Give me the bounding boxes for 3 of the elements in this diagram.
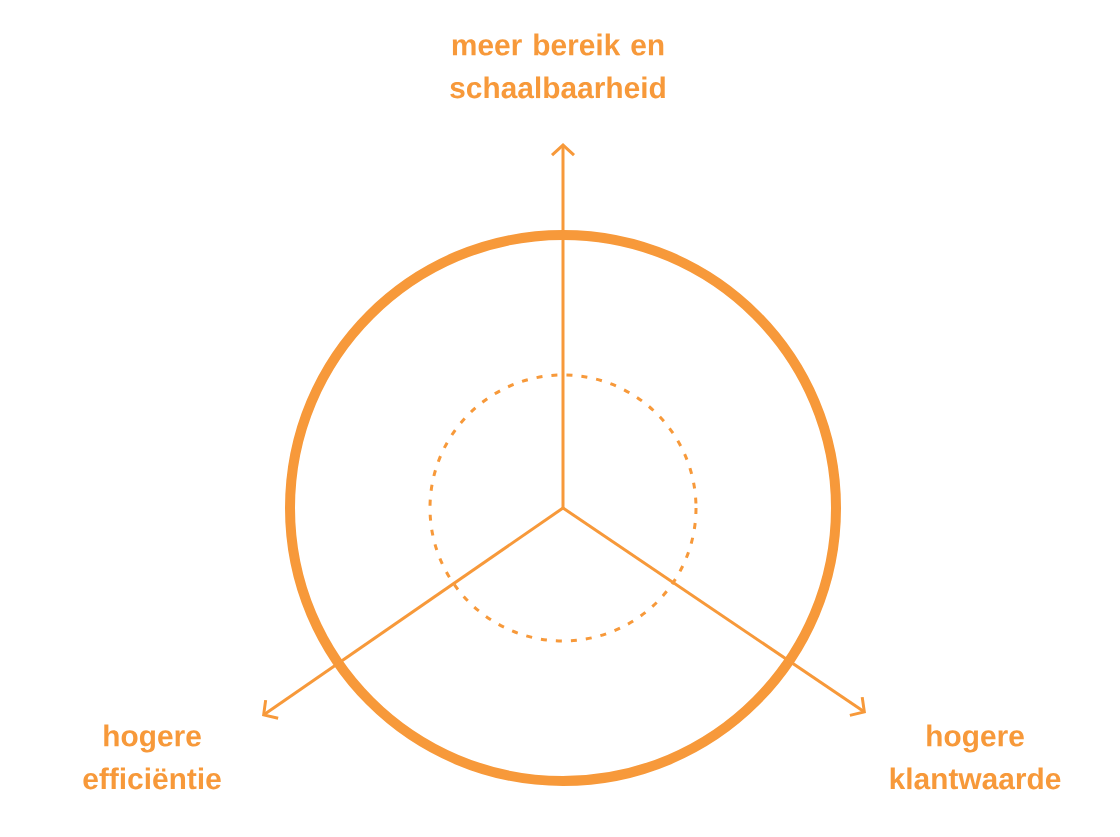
axis-label: meer bereik en schaalbaarheid: [450, 33, 665, 99]
axis-label: hogere klantwaarde: [890, 724, 1061, 790]
axis-label: hogere efficiëntie: [83, 724, 221, 790]
